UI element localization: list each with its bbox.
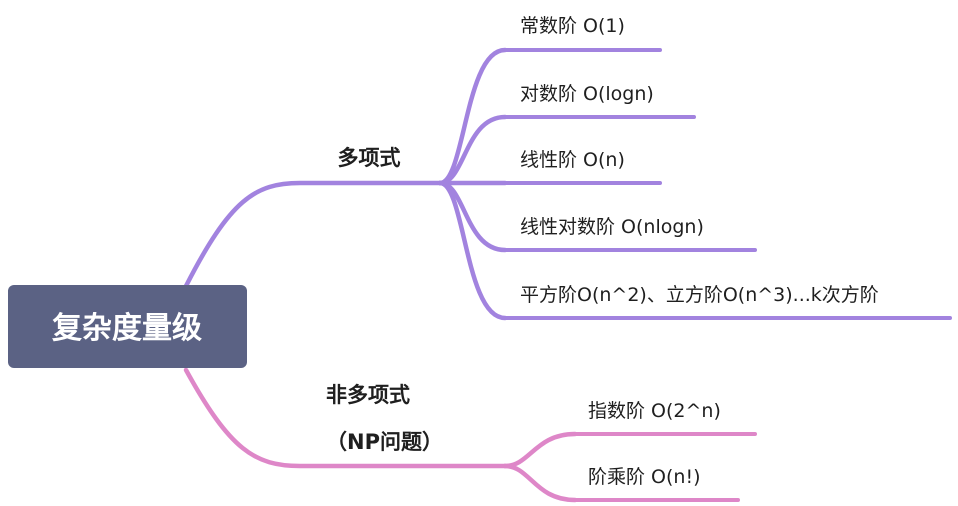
connector-polynomial-to-constant	[437, 47, 508, 186]
branch-non-polynomial-sublabel: （NP问题）	[326, 430, 443, 454]
connector-root-to-polynomial	[183, 180, 443, 289]
connector-np-to-exponential	[502, 431, 578, 469]
leaf-constant: 常数阶 O(1)	[520, 15, 625, 37]
leaf-factorial: 阶乘阶 O(n!)	[588, 466, 700, 488]
connector-polynomial-to-logarithmic	[437, 114, 508, 186]
root-node: 复杂度量级	[8, 285, 247, 368]
connector-polynomial-to-power	[437, 180, 508, 321]
leaf-linearithmic: 线性对数阶 O(nlogn)	[520, 216, 704, 238]
root-node-box	[8, 285, 247, 368]
connector-root-to-non-polynomial	[183, 367, 508, 469]
leaf-linear: 线性阶 O(n)	[520, 149, 625, 171]
root-node-label: 复杂度量级	[52, 311, 202, 346]
leaf-logarithmic: 对数阶 O(logn)	[520, 83, 654, 105]
connector-np-to-factorial	[502, 463, 578, 503]
leaf-exponential: 指数阶 O(2^n)	[588, 400, 721, 422]
branch-polynomial-label: 多项式	[338, 146, 401, 170]
branch-non-polynomial-label: 非多项式	[326, 383, 410, 407]
leaf-power: 平方阶O(n^2)、立方阶O(n^3)...k次方阶	[520, 284, 879, 306]
